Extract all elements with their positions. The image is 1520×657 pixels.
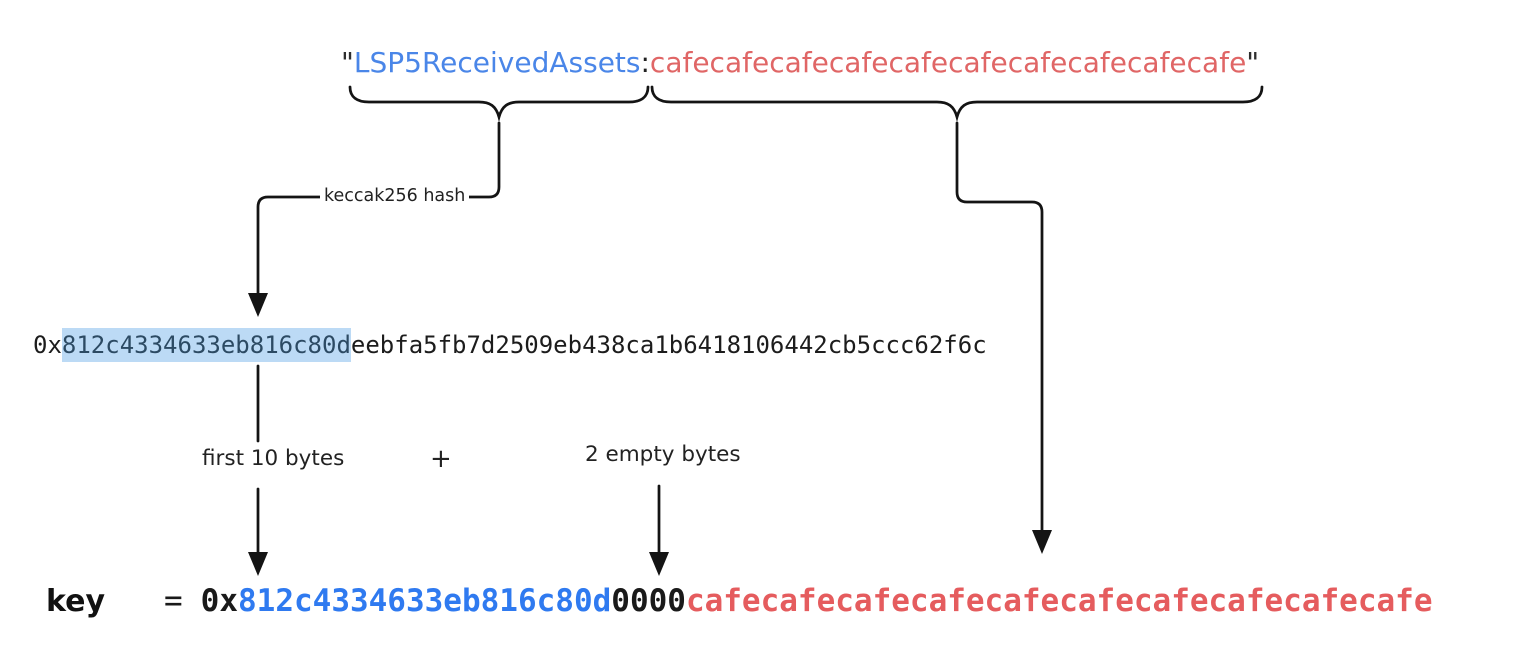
open-quote: " [341, 46, 354, 79]
line-address-to-key [955, 121, 1044, 533]
keccak256-hash-label: keccak256 hash [320, 186, 470, 207]
key-name-text: LSP5ReceivedAssets [353, 46, 641, 79]
brace-key-name [348, 85, 650, 123]
hash-remainder: eebfa5fb7d2509eb438ca1b6418106442cb5ccc6… [350, 331, 987, 359]
arrowhead-address [1032, 530, 1052, 554]
key-empty-bytes: 0000 [611, 583, 686, 619]
plus-sign: + [430, 444, 452, 474]
colon-separator: : [640, 46, 650, 79]
brace-address [650, 85, 1264, 123]
key-address-part: cafecafecafecafecafecafecafecafecafecafe [685, 583, 1433, 619]
arrowhead-first-bytes [248, 552, 268, 576]
key-first-10-bytes: 812c4334633eb816c80d [238, 583, 612, 619]
keccak-hash-value: 0x812c4334633eb816c80deebfa5fb7d2509eb43… [33, 328, 987, 362]
data-key-string: "LSP5ReceivedAssets:cafecafecafecafecafe… [341, 46, 1259, 80]
hash-hex-prefix: 0x [33, 331, 62, 359]
key-label: key [46, 584, 106, 619]
arrowhead-to-hash [248, 293, 268, 317]
equals-sign: = [164, 583, 183, 619]
hash-first-10-bytes-highlight: 812c4334633eb816c80d [61, 328, 351, 362]
key-hex-prefix: 0x [200, 583, 238, 619]
arrowhead-empty-bytes [649, 552, 669, 576]
address-text: cafecafecafecafecafecafecafecafecafecafe [649, 46, 1247, 79]
key-value: = 0x812c4334633eb816c80d0000cafecafecafec… [164, 586, 1432, 617]
line-keccak-path [256, 121, 501, 296]
close-quote: " [1246, 46, 1260, 79]
first-10-bytes-label: first 10 bytes [202, 446, 345, 471]
empty-bytes-label: 2 empty bytes [585, 442, 741, 467]
